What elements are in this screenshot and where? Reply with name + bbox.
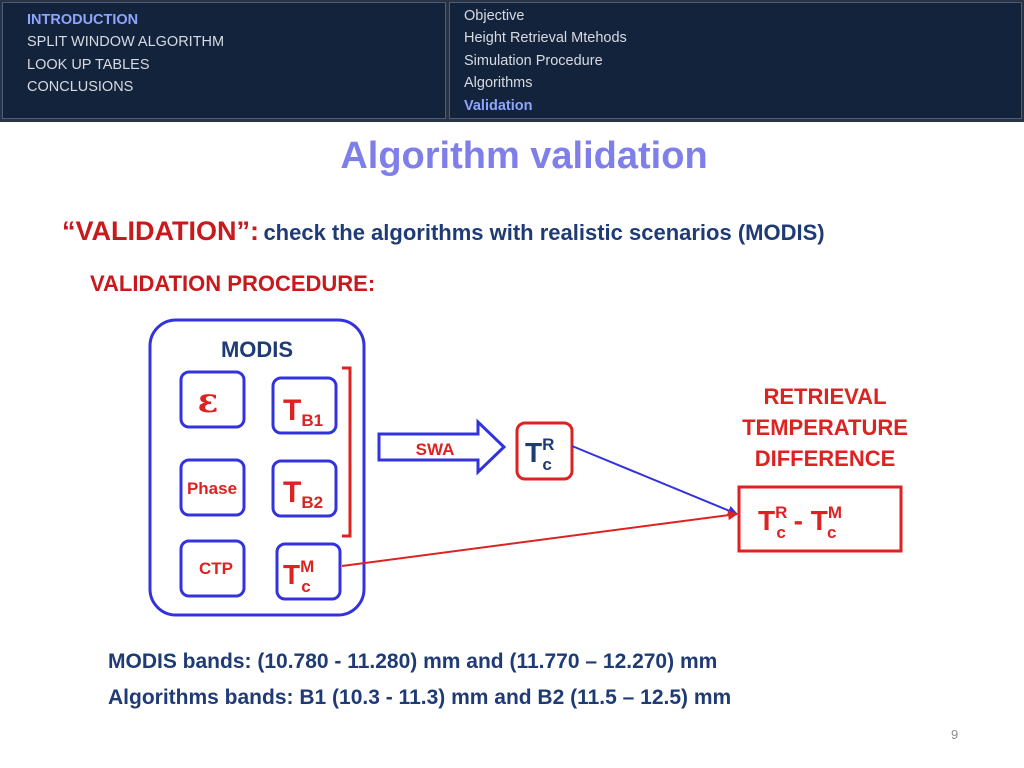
phase-box — [179, 458, 246, 517]
validation-keyword: “VALIDATION”: — [62, 216, 259, 246]
trc-to-difference-arrow — [571, 445, 738, 516]
difference-title-line2: TEMPERATURE — [742, 415, 908, 440]
tb2-base: T — [283, 476, 301, 509]
nav-subsection-objective[interactable]: Objective — [464, 8, 525, 24]
swa-label: SWA — [416, 440, 455, 459]
tmc-to-difference-arrow — [341, 510, 738, 567]
nav-subsection-simulation-procedure[interactable]: Simulation Procedure — [464, 52, 603, 69]
ctp-label: CTP — [199, 559, 233, 578]
diff-sub2: c — [827, 523, 836, 542]
validation-description: check the algorithms with realistic scen… — [263, 220, 825, 245]
procedure-heading: VALIDATION PROCEDURE: — [90, 271, 376, 296]
tmc-superscript: M — [300, 557, 314, 576]
tmc-base: T — [283, 559, 300, 590]
tb1-base: T — [283, 394, 301, 427]
diff-minus: - — [786, 505, 811, 536]
epsilon-box — [179, 370, 246, 429]
nav-subsection-validation[interactable]: Validation — [464, 97, 533, 114]
section-nav-panel: INTRODUCTION SPLIT WINDOW ALGORITHM LOOK… — [2, 2, 446, 119]
slide-title: Algorithm validation — [340, 135, 708, 177]
tmc-subscript: c — [301, 577, 310, 596]
nav-section-introduction[interactable]: INTRODUCTION — [27, 12, 139, 28]
tb2-label: TB2 — [283, 476, 323, 512]
trc-box — [515, 421, 574, 481]
modis-label: MODIS — [221, 337, 293, 362]
nav-subsection-height-retrieval[interactable]: Height Retrieval Mtehods — [464, 30, 627, 47]
phase-label: Phase — [187, 479, 237, 498]
modis-container — [148, 318, 366, 617]
modis-bands-text: MODIS bands: (10.780 - 11.280) mm and (1… — [108, 650, 718, 673]
diff-sub1: c — [776, 523, 785, 542]
difference-title-line3: DIFFERENCE — [755, 446, 896, 471]
epsilon-symbol: ε — [198, 381, 219, 421]
tb1-subscript: B1 — [301, 411, 323, 430]
validation-definition: “VALIDATION”: check the algorithms with … — [62, 216, 825, 247]
tmc-box — [275, 542, 342, 601]
difference-title-line1: RETRIEVAL — [763, 384, 886, 409]
tb2-box — [271, 459, 338, 518]
header-bar: INTRODUCTION SPLIT WINDOW ALGORITHM LOOK… — [0, 0, 1024, 122]
tb1-box — [271, 376, 338, 435]
tb1-label: TB1 — [283, 394, 323, 430]
nav-subsection-algorithms[interactable]: Algorithms — [464, 75, 533, 92]
nav-section-split-window-algorithm[interactable]: SPLIT WINDOW ALGORITHM — [27, 34, 225, 51]
tb-bracket — [342, 366, 352, 538]
diff-t1: T — [758, 505, 775, 536]
trc-subscript: c — [542, 455, 551, 474]
ctp-box — [179, 539, 246, 598]
difference-box — [737, 485, 903, 553]
page-number: 9 — [951, 727, 959, 742]
nav-section-look-up-tables[interactable]: LOOK UP TABLES — [27, 56, 150, 73]
algorithm-bands-text: Algorithms bands: B1 (10.3 - 11.3) mm an… — [108, 686, 732, 709]
trc-superscript: R — [542, 435, 554, 454]
nav-section-conclusions[interactable]: CONCLUSIONS — [27, 79, 134, 96]
diff-sup1: R — [775, 503, 787, 522]
trc-base: T — [525, 437, 542, 468]
subsection-nav-panel: Objective Height Retrieval Mtehods Simul… — [449, 2, 1022, 119]
tb2-subscript: B2 — [301, 493, 323, 512]
swa-arrow — [377, 418, 507, 476]
diff-t2: T — [811, 505, 828, 536]
diff-sup2: M — [828, 503, 842, 522]
